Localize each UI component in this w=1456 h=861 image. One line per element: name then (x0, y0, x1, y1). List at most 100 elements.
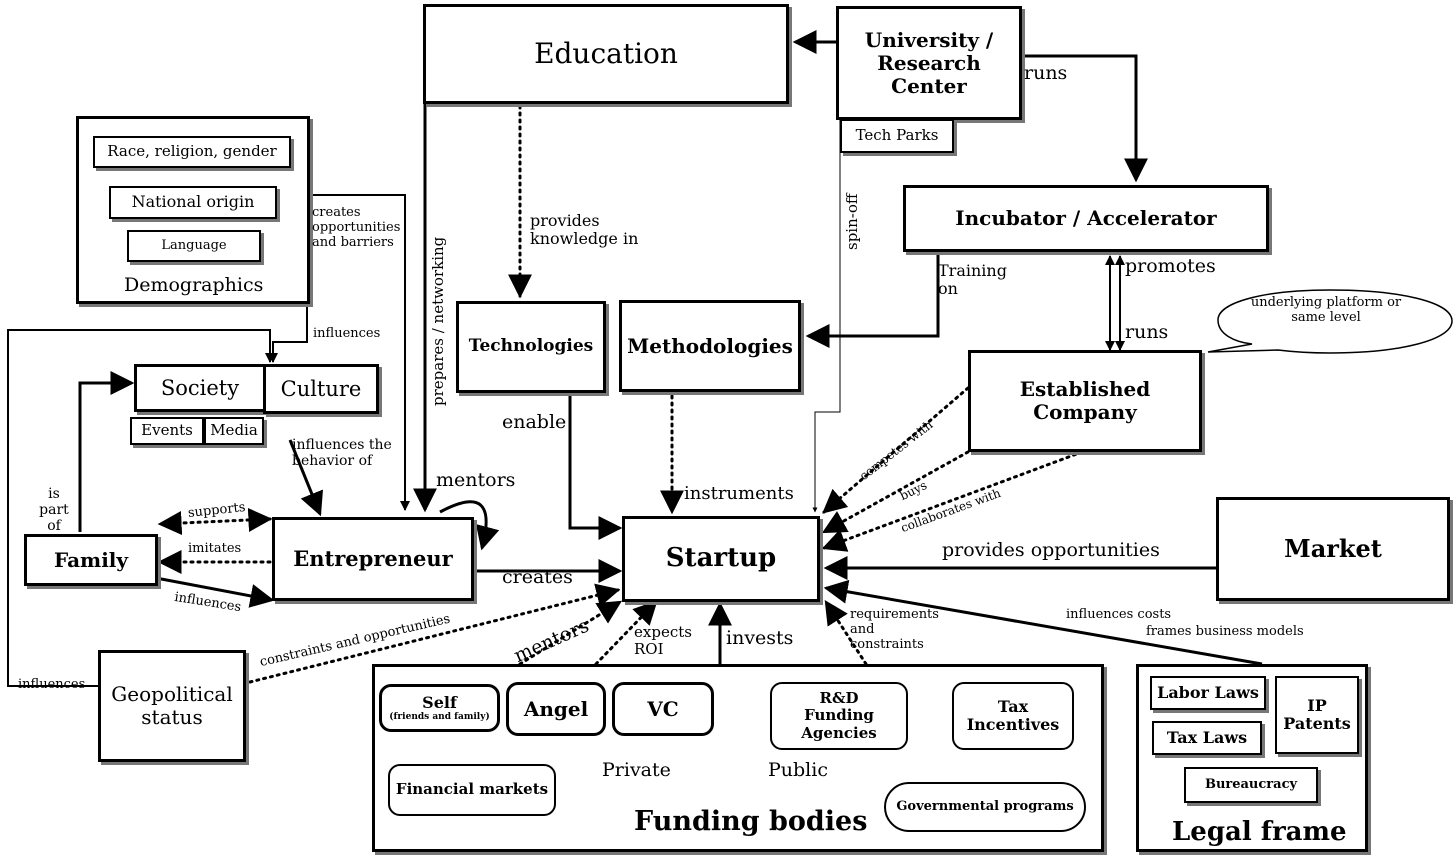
technologies-node: Technologies (456, 301, 606, 393)
expects-roi-text: expects ROI (634, 623, 692, 659)
race-religion-gender-node: Race, religion, gender (93, 136, 291, 168)
bureaucracy-node: Bureaucracy (1184, 767, 1318, 803)
tax-incentives-node: Tax Incentives (952, 682, 1074, 750)
society-label: Society (160, 375, 240, 400)
edge-label-requirements-constraints: requirements and constraints (850, 607, 946, 653)
race-religion-gender-label: Race, religion, gender (107, 142, 277, 161)
vc-node: VC (612, 682, 714, 736)
tech-parks-label: Tech Parks (855, 126, 939, 145)
ip-patents-label: IP Patents (1283, 695, 1351, 733)
tech-parks-node: Tech Parks (840, 119, 954, 153)
technologies-label: Technologies (468, 336, 594, 357)
entrepreneur-node: Entrepreneur (272, 517, 474, 601)
university-node: University / Research Center (836, 6, 1022, 120)
events-node: Events (130, 417, 204, 445)
startup-label: Startup (665, 543, 777, 574)
national-origin-label: National origin (131, 192, 255, 212)
edge-label-runs-university: runs (1024, 62, 1068, 84)
angel-node: Angel (506, 682, 606, 736)
public-label: Public (768, 759, 828, 781)
methodologies-label: Methodologies (627, 333, 793, 358)
edge-label-imitates: imitates (188, 541, 242, 556)
media-label: Media (210, 421, 258, 440)
family-label: Family (53, 547, 129, 572)
methodologies-node: Methodologies (619, 300, 801, 392)
incubator-node: Incubator / Accelerator (903, 185, 1269, 252)
market-label: Market (1284, 534, 1382, 564)
edge-label-influences-culture: influences (313, 326, 381, 341)
provides-knowledge-text: provides knowledge in (530, 211, 639, 249)
governmental-programs-node: Governmental programs (884, 782, 1086, 832)
established-company-node: Established Company (968, 350, 1202, 452)
legal-frame-title: Legal frame (1172, 817, 1347, 847)
ip-patents-node: IP Patents (1275, 676, 1359, 754)
labor-laws-label: Labor Laws (1157, 682, 1259, 702)
angel-label: Angel (523, 696, 589, 721)
family-node: Family (24, 534, 158, 586)
edge-label-influences-costs: influences costs (1066, 607, 1172, 622)
callout-text: underlying platform or same level (1248, 295, 1404, 326)
labor-laws-node: Labor Laws (1150, 676, 1266, 710)
tax-incentives-label: Tax Incentives (966, 696, 1060, 734)
established-company-label: Established Company (1019, 377, 1151, 424)
language-node: Language (127, 230, 261, 262)
governmental-programs-label: Governmental programs (896, 798, 1074, 814)
education-label: Education (534, 36, 678, 70)
market-node: Market (1216, 497, 1450, 601)
is-part-of-text: is part of (39, 486, 69, 535)
edge-label-frames-business-models: frames business models (1146, 624, 1304, 639)
language-label: Language (161, 237, 227, 253)
edge-label-mentors-self: mentors (436, 469, 516, 491)
rnd-agencies-node: R&D Funding Agencies (770, 682, 908, 750)
bureaucracy-label: Bureaucracy (1204, 776, 1298, 792)
self-funding-sub: (friends and family) (389, 712, 490, 723)
media-node: Media (204, 417, 264, 445)
callout-bubble (1207, 289, 1453, 354)
demographics-title: Demographics (124, 274, 264, 296)
national-origin-node: National origin (109, 186, 277, 219)
edge-label-invests: invests (726, 627, 794, 649)
edge-label-creates: creates (502, 566, 573, 588)
requirements-text: requirements and constraints (850, 607, 939, 652)
creates-opportunities-text: creates opportunities and barriers (312, 205, 401, 250)
rnd-agencies-label: R&D Funding Agencies (801, 689, 877, 742)
society-node: Society (134, 364, 266, 412)
edge-label-creates-opportunities: creates opportunities and barriers (312, 205, 404, 251)
edge-label-enable: enable (502, 411, 567, 433)
vc-label: VC (647, 696, 679, 721)
training-on-text: Training on (938, 261, 1007, 299)
geopolitical-node: Geopolitical status (98, 650, 246, 762)
startup-node: Startup (622, 516, 820, 602)
financial-markets-node: Financial markets (388, 764, 556, 816)
tax-laws-label: Tax Laws (1166, 727, 1248, 747)
events-label: Events (141, 421, 193, 440)
edge-label-runs-incubator: runs (1125, 321, 1169, 343)
funding-bodies-title: Funding bodies (634, 806, 868, 837)
edge-label-is-part-of: is part of (32, 486, 76, 534)
edge-label-training-on: Training on (938, 261, 1012, 299)
culture-node: Culture (263, 364, 379, 414)
edge-label-provides-opportunities: provides opportunities (942, 539, 1160, 561)
edge-label-provides-knowledge: provides knowledge in (530, 211, 642, 249)
financial-markets-label: Financial markets (395, 780, 549, 799)
edge-label-influences-geopolitical: influences (18, 677, 86, 692)
edge-label-expects-roi: expects ROI (634, 623, 698, 659)
education-node: Education (423, 4, 789, 104)
callout-label: underlying platform or same level (1250, 295, 1402, 325)
university-label: University / Research Center (864, 27, 994, 98)
edge-label-instruments: instruments (684, 483, 794, 504)
influences-behavior-text: influences the behavior of (292, 437, 392, 470)
tax-laws-node: Tax Laws (1152, 721, 1262, 755)
incubator-label: Incubator / Accelerator (955, 206, 1217, 230)
edge-label-promotes: promotes (1125, 255, 1216, 277)
edge-label-influences-behavior: influences the behavior of (292, 437, 392, 469)
edge-label-prepares-networking: prepares / networking (429, 236, 447, 406)
private-label: Private (602, 759, 671, 781)
entrepreneur-label: Entrepreneur (293, 545, 453, 571)
self-funding-node: Self(friends and family) (379, 684, 500, 732)
culture-label: Culture (280, 376, 362, 401)
self-funding-label: Self (422, 692, 457, 712)
geopolitical-label: Geopolitical status (111, 682, 233, 729)
edge-label-spin-off: spin-off (843, 193, 861, 250)
